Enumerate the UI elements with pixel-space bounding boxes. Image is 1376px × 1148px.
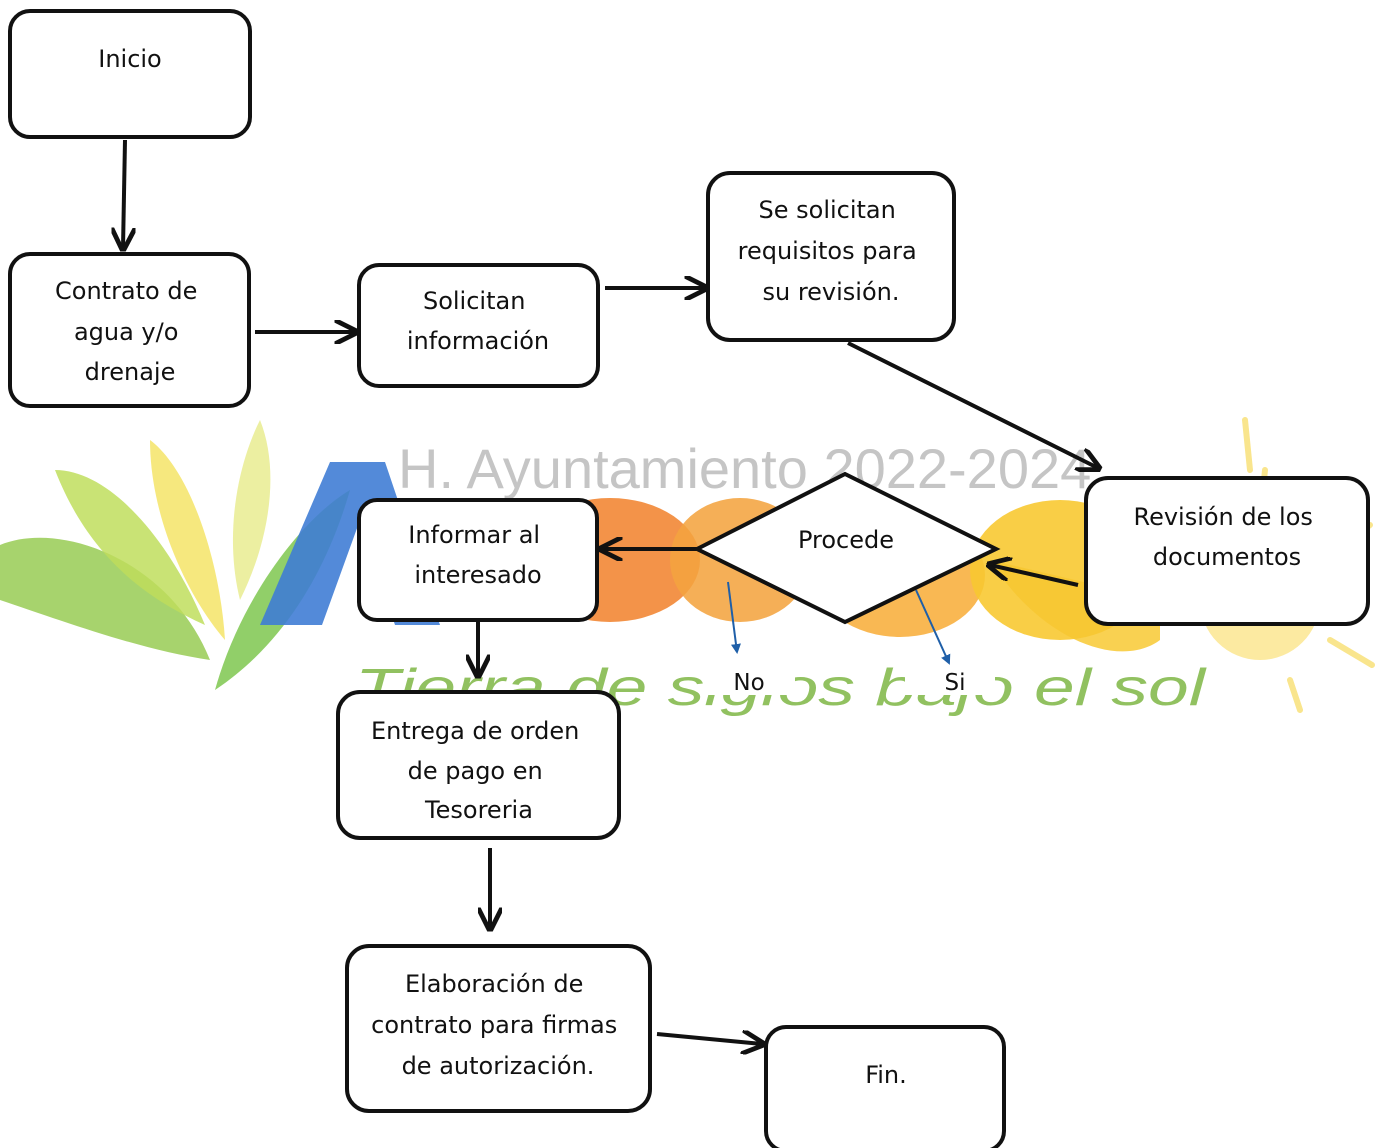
branch-si-arrow [915,589,951,665]
watermark-header: H. Ayuntamiento 2022-2024 [398,437,1091,500]
node-informar [357,498,599,622]
branch-no-label: No [733,670,764,696]
node-requisitos [706,171,956,342]
node-procede-label: Procede [798,526,894,554]
node-solicitan [357,263,600,388]
edge-inicio-contrato [123,139,125,248]
edge-elaboracion-fin [656,1034,762,1044]
node-entrega [336,690,621,840]
edge-requisitos-revision [847,341,1098,468]
node-inicio [8,9,252,139]
edge-revision-procede [990,565,1079,587]
node-entrega-label: Entrega de orden de pago en Tesoreria [371,717,587,824]
node-revision [1084,476,1370,626]
node-revision-label: Revisión de los documentos [1133,503,1320,571]
node-contrato-label: Contrato de agua y/o drenaje [55,277,205,386]
node-requisitos-label: Se solicitan requisitos para su revisión… [738,196,925,306]
node-elaboracion [345,944,652,1113]
node-inicio-label: Inicio [98,45,162,73]
node-informar-label: Informar al interesado [408,521,547,589]
node-contrato [8,252,251,408]
node-solicitan-label: Solicitan información [407,287,549,355]
branch-si-label: Si [945,670,966,696]
node-fin-label: Fin. [865,1061,907,1089]
node-elaboracion-label: Elaboración de contrato para firmas de a… [371,970,625,1080]
branch-no-arrow [727,581,741,654]
node-fin [764,1025,1006,1148]
connectors [123,139,1098,1044]
branch-arrows [727,581,951,665]
node-procede [692,471,1001,625]
